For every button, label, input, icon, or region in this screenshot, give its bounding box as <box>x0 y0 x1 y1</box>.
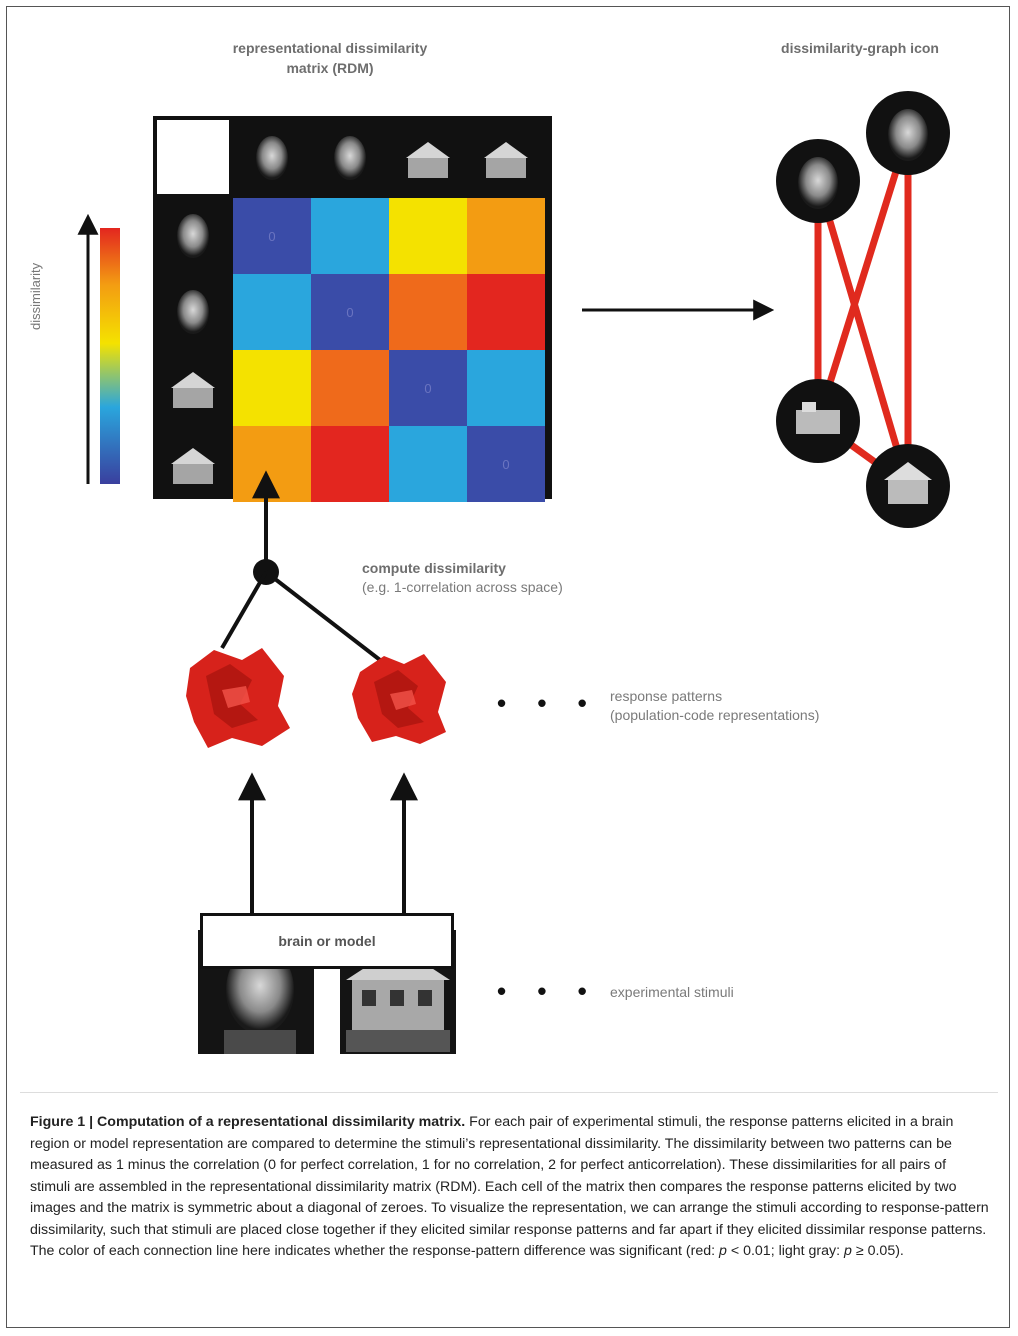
response-pattern-2 <box>352 654 446 744</box>
rdm-row-thumb-1 <box>177 290 209 334</box>
colorbar-label: dissimilarity <box>28 262 43 330</box>
response-label: response patterns <box>610 688 723 704</box>
caption-p-2: p <box>844 1243 852 1259</box>
graph-node-face-1 <box>776 139 860 223</box>
rdm-diagonal-zero: 0 <box>346 305 353 320</box>
caption-divider <box>20 1092 998 1093</box>
response-sublabel: (population-code representations) <box>610 707 820 723</box>
rdm-title-line2: matrix (RDM) <box>286 60 374 76</box>
rdm-cell-2-3 <box>467 350 545 426</box>
graph-node-building-1 <box>776 379 860 463</box>
rdm-col-thumb-0 <box>256 136 288 180</box>
rdm-diagonal-zero: 0 <box>502 457 509 472</box>
graph-node-building-2 <box>866 444 950 528</box>
colorbar <box>100 228 120 484</box>
rdm-cell-3-2 <box>389 426 467 502</box>
figure-caption: Figure 1 | Computation of a representati… <box>30 1112 990 1263</box>
rdm-cell-0-0 <box>233 198 311 274</box>
graph-title: dissimilarity-graph icon <box>781 40 939 56</box>
caption-heading: Figure 1 | Computation of a representati… <box>30 1114 466 1130</box>
brain-or-model-box: brain or model <box>200 913 454 969</box>
rdm-cell-1-1 <box>311 274 389 350</box>
rdm-col-thumb-1 <box>334 136 366 180</box>
response-pattern-1 <box>186 648 290 748</box>
caption-p-1: p <box>719 1243 727 1259</box>
rdm-corner-cell <box>157 120 229 194</box>
rdm-cell-0-1 <box>311 198 389 274</box>
rdm-col-thumb-3 <box>484 142 528 178</box>
compute-label: compute dissimilarity <box>362 560 506 576</box>
stimuli-ellipsis: • • • <box>497 976 599 1006</box>
rdm-cell-1-2 <box>389 274 467 350</box>
rdm-row-thumb-0 <box>177 214 209 258</box>
compute-branch-left <box>220 570 268 650</box>
rdm-cell-3-3 <box>467 426 545 502</box>
rdm-cell-3-0 <box>233 426 311 502</box>
dissimilarity-graph <box>776 91 950 528</box>
compute-sublabel: (e.g. 1-correlation across space) <box>362 579 563 595</box>
rdm-diagonal-zero: 0 <box>424 381 431 396</box>
rdm-cell-3-1 <box>311 426 389 502</box>
stimuli-label: experimental stimuli <box>610 984 734 1000</box>
rdm-matrix: 0 0 0 0 <box>153 116 552 502</box>
rdm-cell-1-0 <box>233 274 311 350</box>
response-ellipsis: • • • <box>497 688 599 718</box>
graph-edge-2 <box>814 180 912 487</box>
rdm-title: representational dissimilarity matrix (R… <box>170 38 490 78</box>
graph-node-face-2 <box>866 91 950 175</box>
rdm-row-thumb-3 <box>171 448 215 484</box>
diagram-canvas: 0 0 0 0 <box>77 91 950 1054</box>
rdm-cell-2-0 <box>233 350 311 426</box>
caption-mid: < 0.01; light gray: <box>726 1243 845 1259</box>
caption-end: ≥ 0.05). <box>851 1243 904 1259</box>
rdm-cell-0-3 <box>467 198 545 274</box>
rdm-col-thumb-2 <box>406 142 450 178</box>
graph-edge-3 <box>814 131 912 423</box>
rdm-row-thumb-2 <box>171 372 215 408</box>
rdm-cell-2-2 <box>389 350 467 426</box>
rdm-title-line1: representational dissimilarity <box>232 40 428 56</box>
rdm-cell-1-3 <box>467 274 545 350</box>
rdm-cell-0-2 <box>389 198 467 274</box>
caption-body: For each pair of experimental stimuli, t… <box>30 1114 989 1259</box>
rdm-cell-2-1 <box>311 350 389 426</box>
rdm-diagonal-zero: 0 <box>268 229 275 244</box>
compute-branch-right <box>264 570 382 662</box>
